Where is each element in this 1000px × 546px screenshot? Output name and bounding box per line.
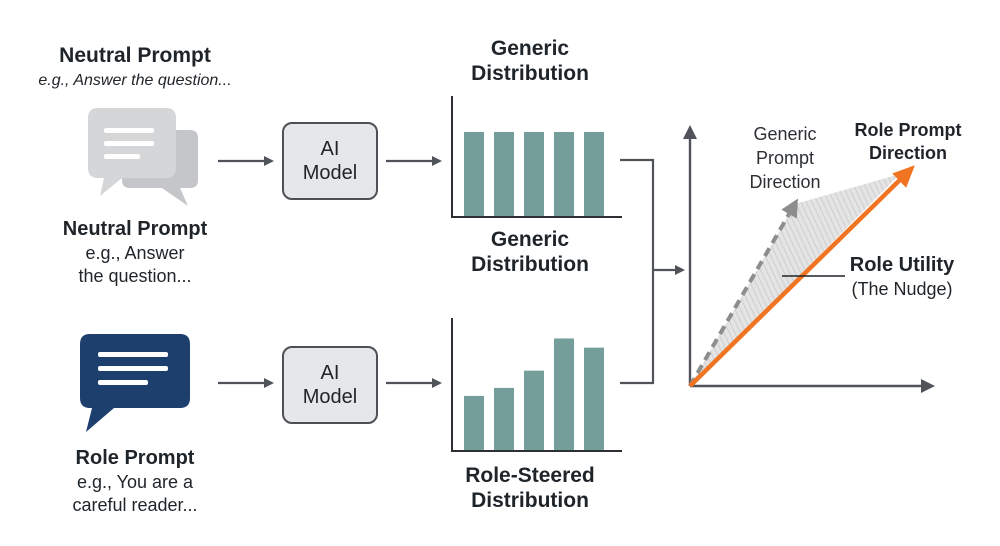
generic-distribution-bar-4: [554, 132, 574, 216]
role-steered-distribution-bar-4: [554, 338, 574, 450]
role-steered-distribution-label-line1: Role-Steered: [465, 464, 595, 487]
generic-distribution-bar-2: [494, 132, 514, 216]
ai-model-box-bottom: AI Model: [282, 346, 378, 424]
neutral-prompt-caption-title: Neutral Prompt: [62, 218, 208, 240]
ai-model-label-line1: AI: [320, 138, 340, 160]
role-prompt-direction-label-line2: Direction: [868, 143, 947, 163]
generic-prompt-direction-label-line3: Direction: [749, 172, 821, 192]
neutral-chat-bubbles-icon: [88, 108, 198, 206]
generic-distribution-bars: [464, 132, 604, 216]
ai-model-label-line1: AI: [320, 362, 340, 384]
generic-distribution-label-line2: Distribution: [471, 253, 589, 276]
role-utility-subtitle: (The Nudge): [851, 279, 953, 299]
generic-distribution-bar-5: [584, 132, 604, 216]
merge-connector-bottom: [620, 270, 655, 385]
role-steered-distribution-label-line2: Distribution: [471, 489, 589, 512]
generic-prompt-direction-label-line2: Prompt: [755, 148, 815, 168]
ai-model-label-line2: Model: [302, 162, 358, 184]
role-chat-bubble-icon: [80, 334, 190, 432]
generic-distribution-bar-1: [464, 132, 484, 216]
generic-distribution-axes: [451, 96, 622, 218]
neutral-prompt-example: e.g., Answer the question...: [38, 72, 232, 89]
generic-distribution-bar-3: [524, 132, 544, 216]
merge-connector-top: [620, 158, 655, 270]
neutral-prompt-caption-line1: e.g., Answer: [85, 243, 185, 263]
role-steered-distribution-bar-5: [584, 347, 604, 450]
role-distribution-bars: [464, 338, 604, 450]
neutral-prompt-caption-line2: the question...: [78, 266, 192, 286]
role-steered-distribution-bar-1: [464, 395, 484, 450]
generic-distribution-title-line1: Generic: [490, 37, 570, 60]
role-utility-label: Role Utility: [849, 254, 955, 276]
ai-model-box-top: AI Model: [282, 122, 378, 200]
role-prompt-title: Role Prompt: [75, 447, 195, 469]
generic-distribution-label-line1: Generic: [490, 228, 570, 251]
role-prompt-direction-label-line1: Role Prompt: [854, 120, 962, 140]
generic-prompt-direction-arrow: [688, 198, 798, 387]
role-prompt-line2: careful reader...: [72, 495, 198, 515]
role-prompt-direction-arrow: [688, 165, 915, 388]
ai-model-label-line2: Model: [302, 386, 358, 408]
role-steered-distribution-bar-3: [524, 370, 544, 450]
generic-prompt-direction-label-line1: Generic: [753, 124, 817, 144]
generic-distribution-title-line2: Distribution: [471, 62, 589, 85]
neutral-prompt-title: Neutral Prompt: [59, 44, 211, 67]
role-distribution-axes: [451, 318, 622, 452]
role-prompt-line1: e.g., You are a: [76, 472, 194, 492]
role-steered-distribution-bar-2: [494, 387, 514, 450]
